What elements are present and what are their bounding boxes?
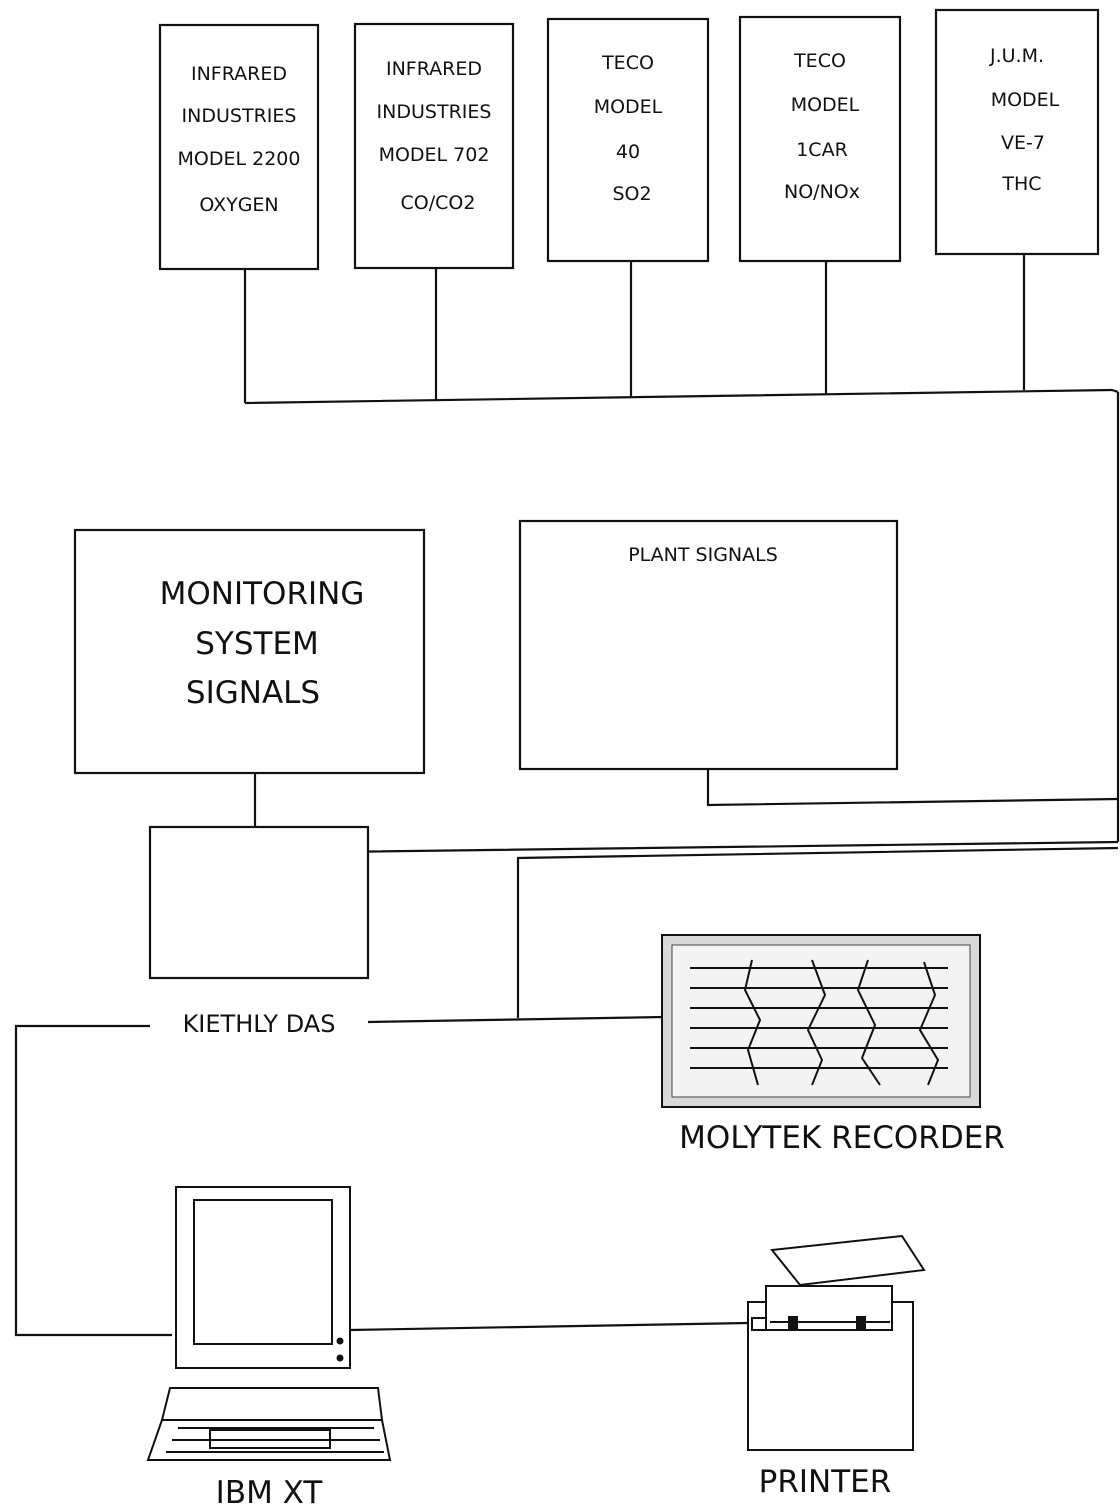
computer-base [162, 1388, 382, 1420]
analyzer-no-nox-line-4: NO/NOx [784, 181, 860, 203]
analyzer-thc: J.U.M. MODEL VE-7 THC [936, 10, 1098, 254]
analyzer-oxygen-line-2: INDUSTRIES [182, 105, 297, 127]
kiethly-das-box [150, 827, 368, 978]
analyzer-so2: TECO MODEL 40 SO2 [548, 19, 708, 261]
analyzer-no-nox-line-3: 1CAR [796, 139, 848, 161]
printer-lid [772, 1236, 924, 1285]
analyzer-so2-line-3: 40 [616, 141, 640, 163]
computer-label: IBM XT [216, 1475, 324, 1509]
kiethly-das[interactable]: KIETHLY DAS [150, 827, 368, 1038]
analyzer-co-co2: INFRARED INDUSTRIES MODEL 702 CO/CO2 [355, 24, 513, 268]
analyzer-thc-line-1: J.U.M. [989, 45, 1044, 67]
computer-printer-wire [350, 1323, 748, 1330]
analyzer-oxygen-line-1: INFRARED [191, 63, 287, 85]
printer-label: PRINTER [759, 1464, 892, 1500]
monitoring-line-1: MONITORING [160, 576, 365, 612]
analyzer-oxygen-line-3: MODEL 2200 [178, 148, 301, 170]
analyzer-no-nox-line-1: TECO [793, 50, 846, 72]
analyzer-so2-line-2: MODEL [594, 96, 663, 118]
recorder-label: MOLYTEK RECORDER [679, 1120, 1005, 1156]
monitoring-line-3: SIGNALS [186, 675, 320, 711]
analyzer-co-co2-line-4: CO/CO2 [401, 192, 476, 214]
plant-signals: PLANT SIGNALS [520, 521, 897, 769]
plant-signals-label: PLANT SIGNALS [628, 544, 778, 566]
kiethly-das-label: KIETHLY DAS [183, 1010, 336, 1038]
molytek-recorder[interactable]: MOLYTEK RECORDER [662, 935, 1005, 1156]
analyzer-co-co2-line-2: INDUSTRIES [377, 101, 492, 123]
printer[interactable]: PRINTER [748, 1236, 924, 1500]
monitoring-line-2: SYSTEM [195, 626, 319, 662]
analyzer-co-co2-line-1: INFRARED [386, 58, 482, 80]
analyzer-so2-line-1: TECO [601, 52, 654, 74]
computer-screen [194, 1200, 332, 1344]
analyzer-oxygen: INFRARED INDUSTRIES MODEL 2200 OXYGEN [160, 25, 318, 269]
analyzer-oxygen-line-4: OXYGEN [199, 194, 278, 216]
analyzer-oxygen-box [160, 25, 318, 269]
printer-carriage [766, 1286, 892, 1330]
analyzer-thc-line-2: MODEL [991, 89, 1060, 111]
analyzer-thc-line-3: VE-7 [1001, 132, 1045, 154]
monitoring-system-signals: MONITORING SYSTEM SIGNALS [75, 530, 424, 773]
analyzer-signal-bus [245, 254, 1118, 403]
analyzer-no-nox: TECO MODEL 1CAR NO/NOx [740, 17, 900, 261]
analyzer-thc-line-4: THC [1001, 173, 1041, 195]
analyzer-no-nox-line-2: MODEL [791, 94, 860, 116]
ibm-xt-computer[interactable]: IBM XT [148, 1187, 390, 1509]
analyzer-co-co2-line-3: MODEL 702 [379, 144, 490, 166]
analyzer-so2-line-4: SO2 [612, 183, 651, 205]
